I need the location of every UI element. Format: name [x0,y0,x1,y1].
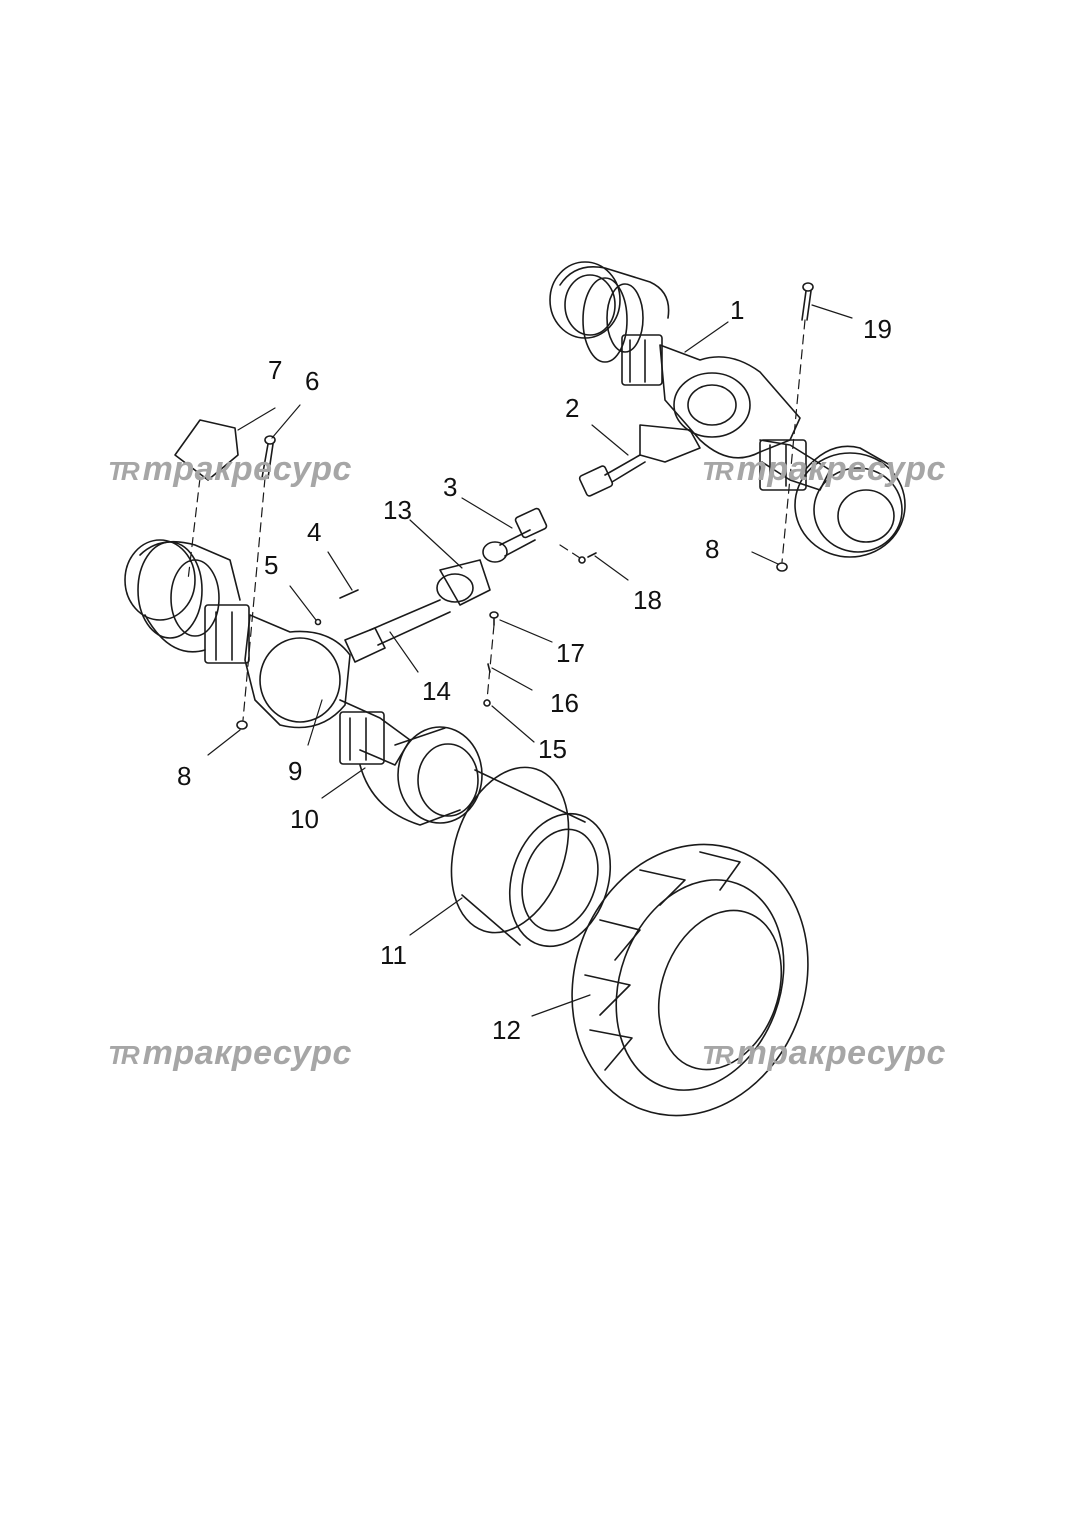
watermark-text: тракресурс [142,1034,352,1072]
nut-15 [483,699,491,707]
rear-prop-shaft [578,424,701,497]
watermark-logo: TR [108,456,140,486]
callout-7: 7 [268,355,283,385]
bolt-6 [261,435,276,479]
callout-11: 11 [380,940,407,970]
callout-9: 9 [288,756,303,786]
callout-1: 1 [730,295,745,325]
callout-15: 15 [538,734,567,764]
callout-18: 18 [633,585,662,615]
pin-5 [314,618,322,626]
callout-8-left: 8 [177,761,192,791]
callout-17: 17 [556,638,585,668]
pin-18 [578,552,597,564]
bolt-7-cover [174,419,239,481]
callout-2: 2 [565,393,580,423]
front-axle-assembly [124,539,483,826]
callout-4: 4 [307,517,322,547]
pin-4 [339,589,359,599]
nut-8-left [236,720,248,730]
watermark-logo: TR [702,1040,734,1070]
callout-10: 10 [290,804,319,834]
callout-5: 5 [264,550,279,580]
watermark-text: тракресурс [736,1034,946,1072]
rear-axle-assembly [549,261,906,558]
callout-14: 14 [422,676,451,706]
nut-8-right [776,562,788,572]
callout-8-right: 8 [705,534,720,564]
callout-3: 3 [443,472,458,502]
front-prop-shaft [344,507,548,663]
wheel-rim [450,766,612,948]
watermark-text: тракресурс [736,450,946,488]
bolt-17 [489,611,499,626]
watermark-logo: TR [108,1040,140,1070]
callout-13: 13 [383,495,412,525]
callout-19: 19 [863,314,892,344]
callout-16: 16 [550,688,579,718]
tire [571,843,809,1117]
bolt-19 [801,282,814,321]
callout-12: 12 [492,1015,521,1045]
callout-6: 6 [305,366,320,396]
watermark-text: тракресурс [142,450,352,488]
watermark-logo: TR [702,456,734,486]
